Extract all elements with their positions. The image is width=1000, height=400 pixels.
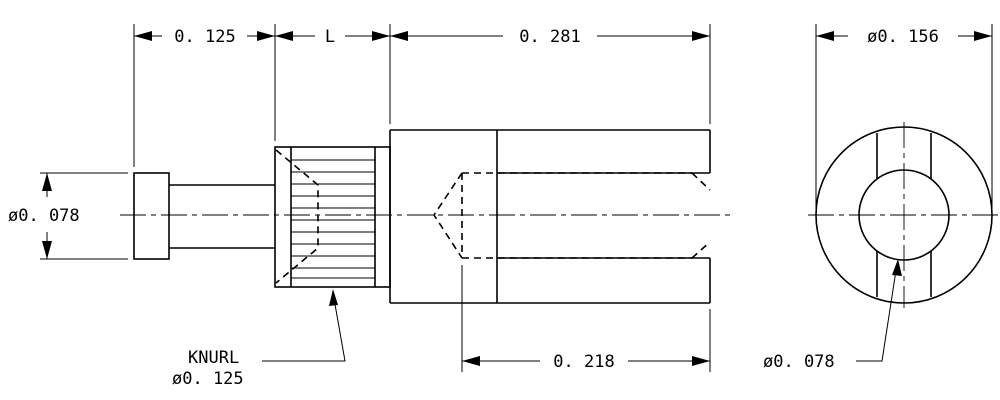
knurled-section (274, 146, 391, 288)
dimension-bore-diameter: ø0. 078 (763, 259, 902, 372)
knurl-lines (291, 159, 375, 279)
dimension-label-bore-diameter: ø0. 078 (763, 352, 835, 372)
dimension-0281: 0. 281 (390, 27, 710, 47)
end-view-bore-circle (858, 169, 950, 261)
dimension-label-0281: 0. 281 (519, 27, 580, 47)
end-view-slot-lines (876, 133, 932, 297)
dimension-0125-top: 0. 125 (134, 27, 275, 47)
end-view (808, 122, 1000, 308)
dimension-end-view-diameter: ø0. 156 (815, 24, 993, 209)
dimension-label-L: L (325, 27, 335, 47)
dimension-L: L (275, 27, 390, 47)
extension-lines-top (133, 24, 711, 167)
knurl-note-line1: KNURL (188, 348, 239, 368)
stem (169, 184, 275, 249)
slotted-body (389, 129, 711, 304)
dimension-stem-diameter: ø0. 078 (8, 172, 128, 260)
knurl-hidden-bore (275, 149, 319, 284)
end-view-outer-circle (815, 126, 993, 304)
head (133, 172, 170, 260)
dimension-0218: 0. 218 (461, 265, 711, 372)
knurl-note: KNURL ø0. 125 (172, 289, 346, 389)
dimension-label-stem-diameter: ø0. 078 (8, 206, 80, 226)
dimension-label-0125: 0. 125 (174, 27, 235, 47)
knurl-note-line2: ø0. 125 (172, 369, 244, 389)
dimension-label-end-view-diameter: ø0. 156 (867, 27, 939, 47)
hidden-drilled-hole (433, 172, 711, 259)
dimension-label-0218: 0. 218 (553, 352, 614, 372)
